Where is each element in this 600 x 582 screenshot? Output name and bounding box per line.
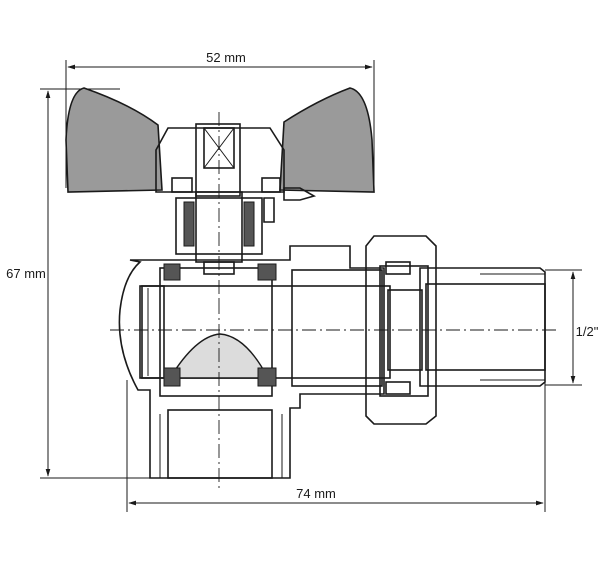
stem-assembly: [175, 112, 275, 300]
union-seal-top: [385, 261, 411, 275]
height-label: 67 mm: [6, 266, 46, 281]
handle-hub: [155, 123, 317, 201]
dimension-thread: 1/2": [545, 269, 599, 386]
handle-wing-right: [279, 87, 375, 193]
length-label: 74 mm: [296, 486, 336, 501]
seat-seal-bottom-left: [163, 367, 181, 387]
valve-body: [118, 245, 391, 479]
dimension-width: 52 mm: [65, 50, 375, 188]
stem-seal-left: [183, 201, 195, 247]
thread-label: 1/2": [576, 324, 599, 339]
threaded-tailpiece: [419, 267, 546, 387]
seat-seal-bottom-right: [257, 367, 277, 387]
width-label: 52 mm: [206, 50, 246, 65]
handle-wing-left: [65, 87, 163, 193]
union-seal-bottom: [385, 381, 411, 395]
dimension-length: 74 mm: [126, 360, 546, 512]
stem-seal-right: [243, 201, 255, 247]
butterfly-handle: [65, 87, 375, 193]
ball-assembly: [163, 263, 277, 387]
bottom-outlet: [167, 409, 273, 479]
union-nut: [365, 235, 437, 425]
main-bore: [139, 285, 391, 379]
seat-seal-top-left: [163, 263, 181, 281]
seat-seal-top-right: [257, 263, 277, 281]
